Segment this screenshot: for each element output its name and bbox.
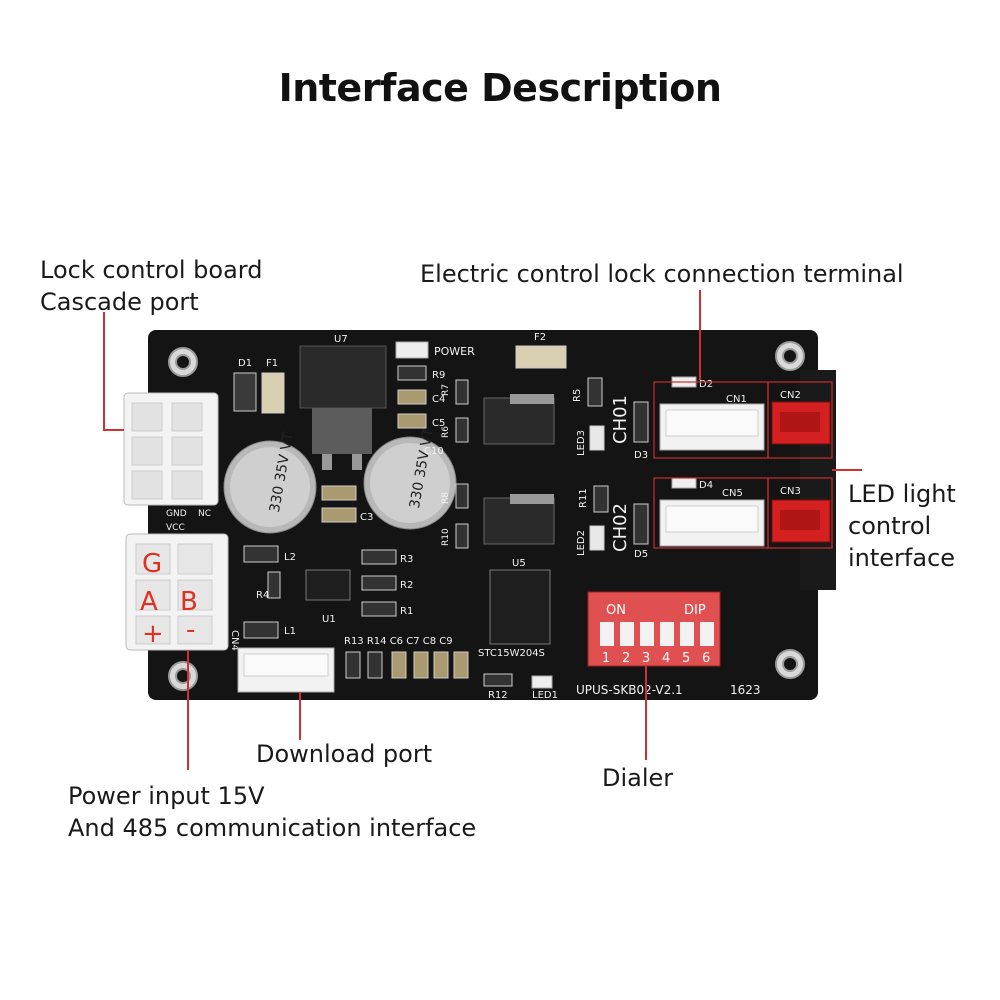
silk-c3: C3 [360, 512, 373, 523]
silk-power: POWER [434, 345, 475, 358]
dip-number-3: 3 [642, 651, 650, 666]
label-led-line1: LED light [848, 480, 956, 508]
silk-cn5: CN5 [722, 488, 743, 499]
dip-switch [587, 591, 721, 667]
silk-c5: C5 [432, 418, 445, 429]
power-485-connector [125, 533, 229, 651]
capacitor-1 [223, 440, 317, 534]
silk-mcu: STC15W204S [478, 648, 545, 659]
silk-led2: LED2 [576, 530, 587, 556]
silk-c10: C10 [424, 446, 444, 457]
silk-r1: R1 [400, 606, 413, 617]
silk-r4: R4 [256, 590, 269, 601]
dip-number-1: 1 [602, 651, 610, 666]
mounting-holes [168, 341, 805, 691]
silk-date: 1623 [730, 683, 761, 697]
pin-plus: + [142, 619, 164, 649]
silk-u1: U1 [322, 614, 336, 625]
led-connector-cn3 [771, 499, 831, 543]
silk-f1: F1 [266, 358, 278, 369]
silk-f2: F2 [534, 332, 546, 343]
silk-l1: L1 [284, 626, 296, 637]
silk-r11: R11 [578, 488, 589, 508]
silk-model: UPUS-SKB02-V2.1 [576, 683, 683, 697]
silk-r6: R6 [441, 426, 451, 438]
capacitor-2 [363, 436, 457, 530]
silk-d5: D5 [634, 549, 648, 560]
label-led-line2: control [848, 512, 932, 540]
mcu-u5 [489, 569, 551, 645]
silk-d1: D1 [238, 358, 252, 369]
silk-ch01: CH01 [610, 395, 631, 444]
label-led-line3: interface [848, 544, 956, 572]
silk-r8: R8 [441, 492, 451, 504]
callout-lines [103, 290, 862, 770]
silk-r12: R12 [488, 690, 508, 701]
led-highlight-1 [767, 381, 833, 459]
pin-a: A [140, 587, 158, 617]
pin-minus: - [186, 615, 195, 645]
silk-u7: U7 [334, 334, 348, 345]
silk-r5: R5 [572, 389, 583, 402]
silk-led1: LED1 [532, 690, 558, 701]
silk-vcc: VCC [166, 523, 185, 533]
silk-r10: R10 [441, 528, 451, 546]
silk-c4: C4 [432, 394, 445, 405]
pin-b: B [180, 587, 198, 617]
silk-l2: L2 [284, 552, 296, 563]
callout-cascade [103, 312, 124, 431]
regulator-u7 [299, 345, 387, 470]
silk-cn1: CN1 [726, 394, 747, 405]
silk-r9: R9 [432, 370, 445, 381]
pin-g: G [142, 549, 162, 579]
dip-number-6: 6 [702, 651, 710, 666]
silk-d3: D3 [634, 450, 648, 461]
cascade-port-connector [123, 392, 219, 506]
label-download: Download port [256, 740, 433, 768]
label-dialer: Dialer [602, 764, 674, 792]
silk-cn4: CN4 [229, 630, 240, 651]
silk-d4: D4 [699, 480, 713, 491]
dip-number-2: 2 [622, 651, 630, 666]
page-title: Interface Description [278, 66, 722, 110]
silk-cn2: CN2 [780, 390, 801, 401]
silk-nc: NC [198, 509, 211, 519]
silk-ch02: CH02 [610, 503, 631, 552]
dip-number-4: 4 [662, 651, 670, 666]
mosfet-q2 [483, 494, 555, 545]
lock-connector-cn1 [659, 403, 765, 451]
label-cascade-line1: Lock control board [40, 256, 263, 284]
dip-numbers: 1 2 3 4 5 6 [602, 651, 710, 666]
dip-on-label: ON [606, 603, 626, 618]
silk-led3: LED3 [576, 430, 587, 456]
mosfet-q1 [483, 394, 555, 445]
label-lock-terminal: Electric control lock connection termina… [420, 260, 904, 288]
silk-r3: R3 [400, 554, 413, 565]
led-highlight-2 [767, 477, 833, 549]
label-cascade-line2: Cascade port [40, 288, 199, 316]
label-power-line1: Power input 15V [68, 782, 265, 810]
silk-r2: R2 [400, 580, 413, 591]
silk-u5: U5 [512, 558, 526, 569]
led-connector-cn2 [771, 401, 831, 445]
silk-cn3: CN3 [780, 486, 801, 497]
dip-label: DIP [684, 603, 706, 618]
silk-r-row: R13 R14 C6 C7 C8 C9 [344, 636, 453, 647]
lock-connector-cn5 [659, 499, 765, 547]
download-port-connector [237, 647, 335, 693]
silk-r7: R7 [441, 384, 451, 396]
dip-number-5: 5 [682, 651, 690, 666]
silk-d2: D2 [699, 379, 713, 390]
silk-gnd: GND [166, 509, 187, 519]
label-power-line2: And 485 communication interface [68, 814, 477, 842]
